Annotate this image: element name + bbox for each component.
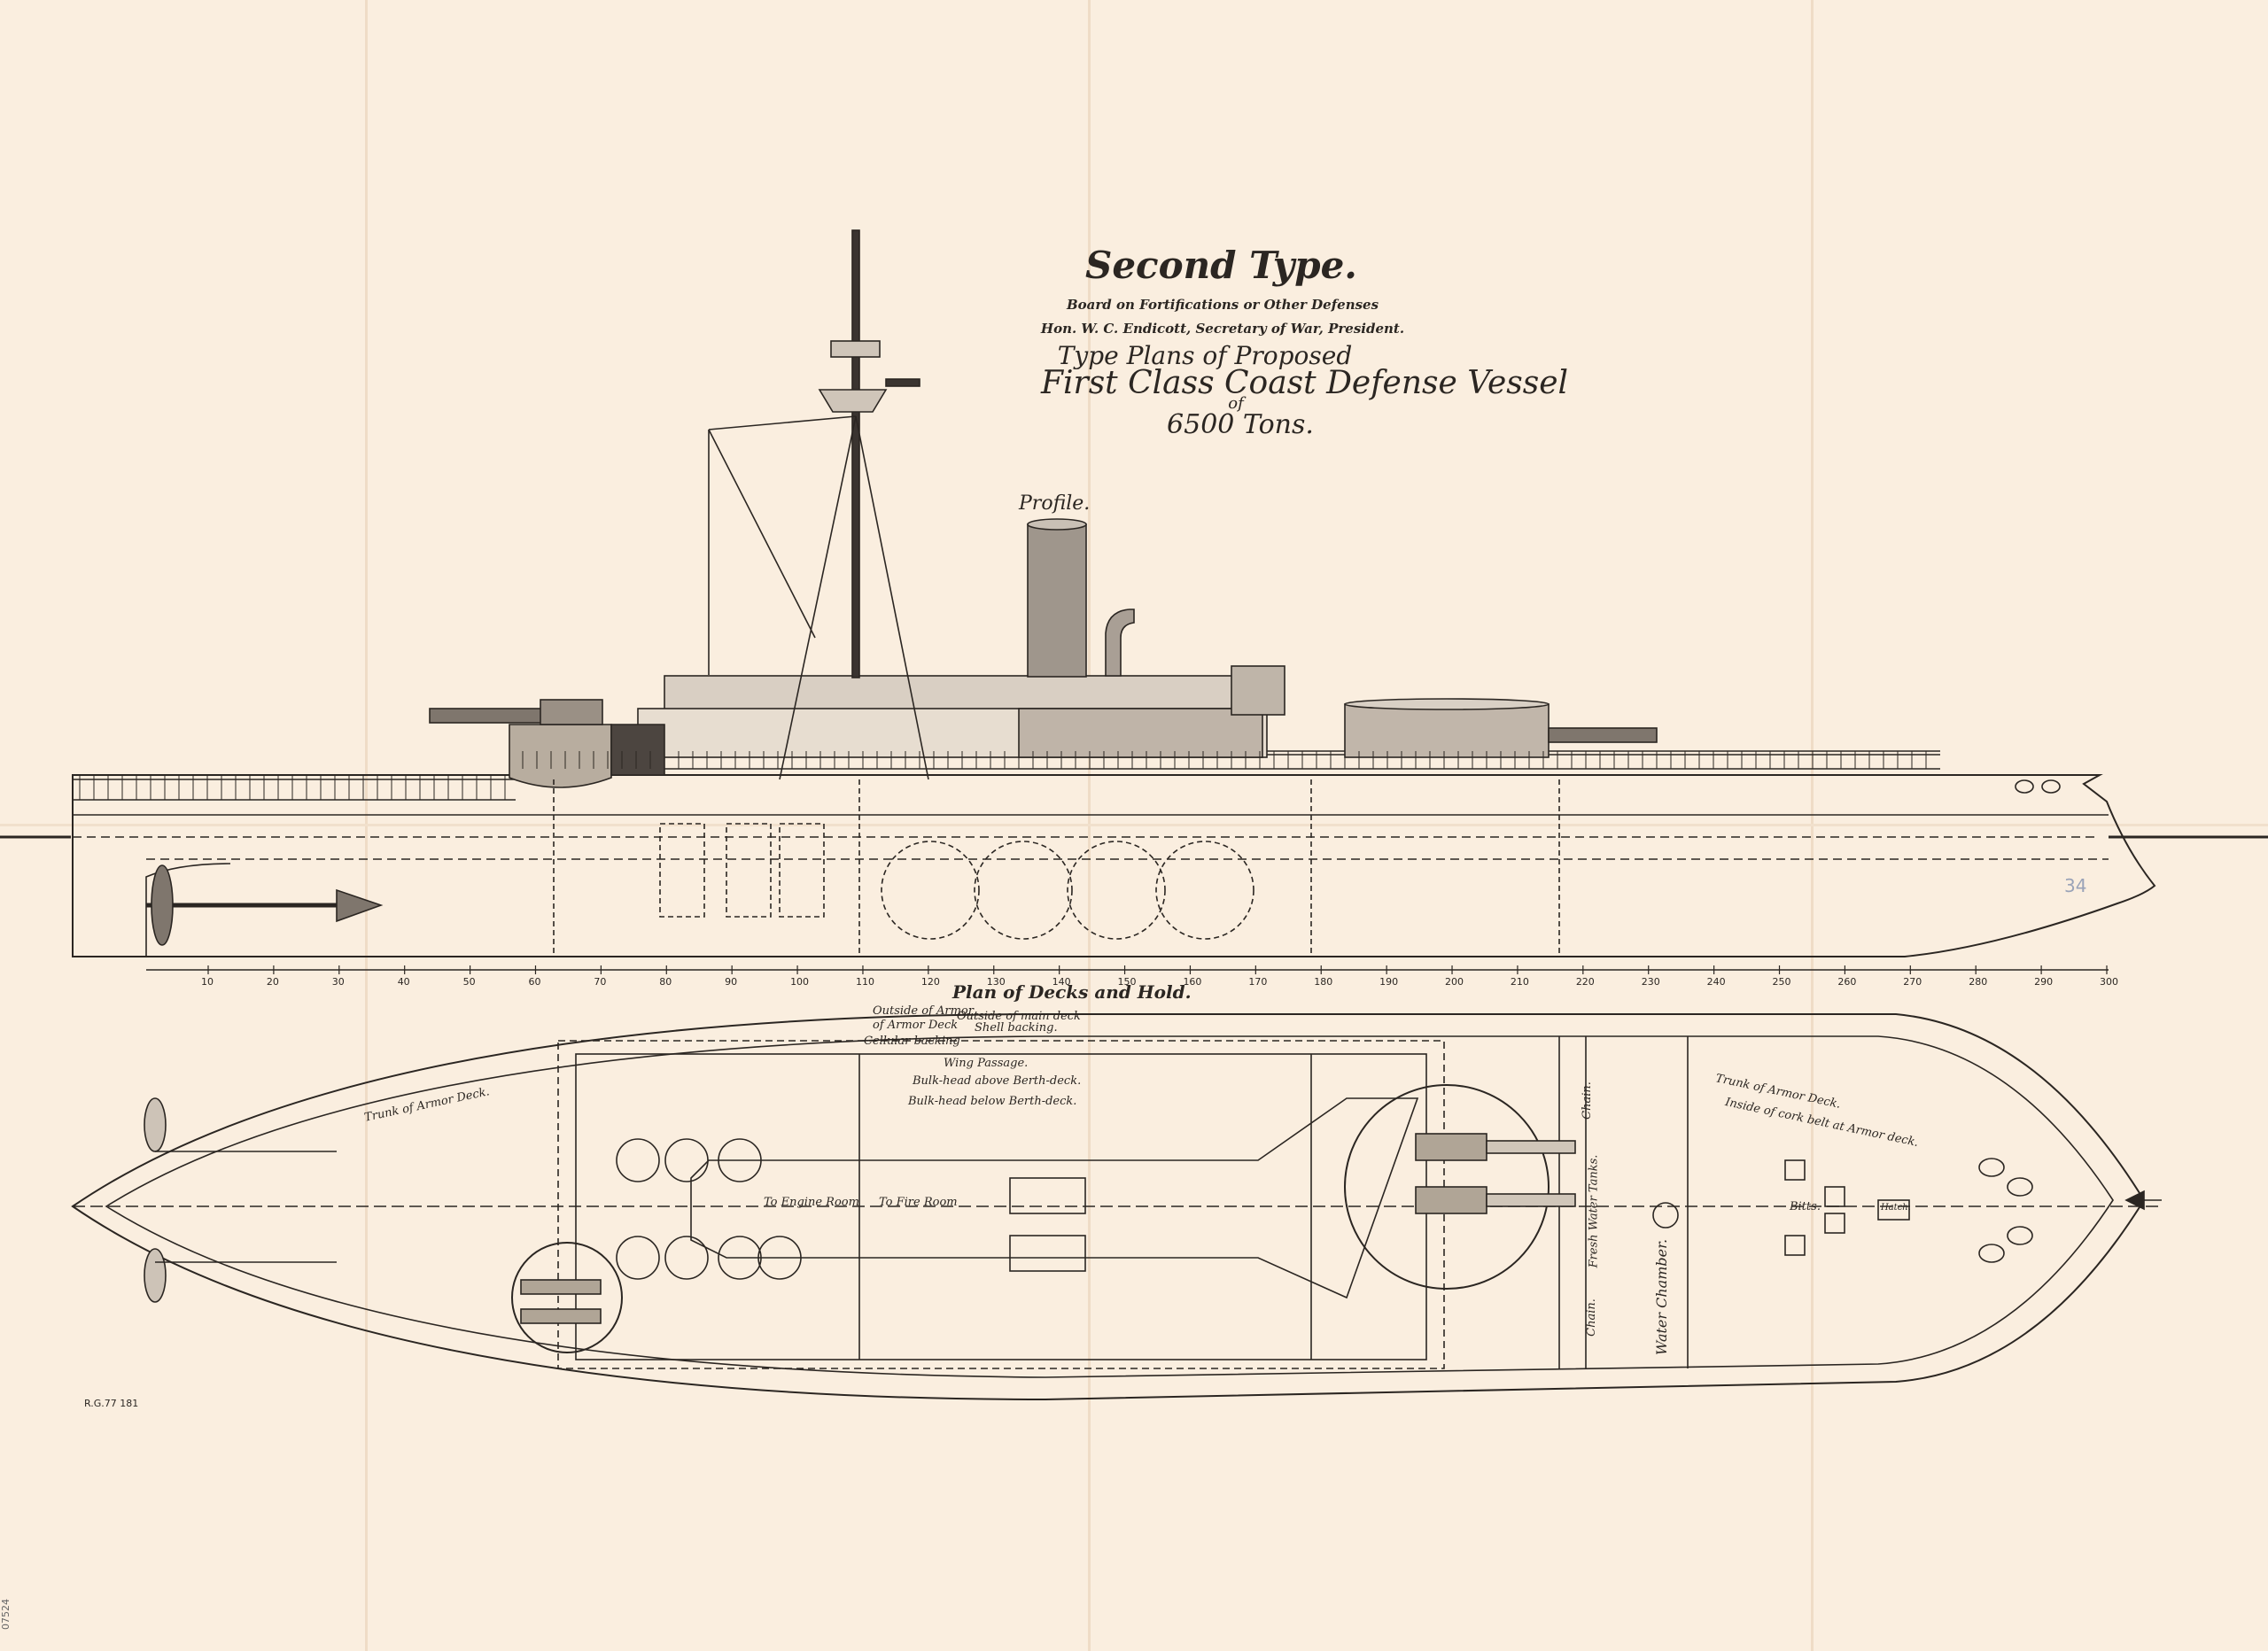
scale-label: 40 xyxy=(397,976,410,988)
label-armor-deck: of Armor Deck xyxy=(873,1019,959,1032)
scale-label: 70 xyxy=(594,976,607,988)
label-chain: Chain. xyxy=(1580,1081,1594,1120)
label-fire-room: To Fire Room xyxy=(879,1196,958,1209)
scale-label: 290 xyxy=(2034,976,2054,988)
scale-label: 10 xyxy=(201,976,214,988)
of-word: of xyxy=(1228,394,1244,413)
label-engine-room: To Engine Room xyxy=(764,1196,859,1209)
label-outside-armor: Outside of Armor xyxy=(873,1004,974,1018)
label-hatch: Hatch. xyxy=(1881,1203,1911,1213)
scale-label: 230 xyxy=(1641,976,1660,988)
scale-label: 140 xyxy=(1052,976,1071,988)
profile-label: Profile. xyxy=(1019,492,1091,515)
scale-label: 100 xyxy=(790,976,810,988)
scale-label: 50 xyxy=(462,976,476,988)
label-wing-passage: Wing Passage. xyxy=(944,1057,1029,1070)
scale-label: 240 xyxy=(1706,976,1726,988)
scale-label: 150 xyxy=(1117,976,1137,988)
scale-label: 120 xyxy=(920,976,940,988)
scale-label: 270 xyxy=(1903,976,1922,988)
label-cellular-backing: Cellular backing xyxy=(864,1035,960,1048)
scale-label: 60 xyxy=(528,976,541,988)
scale-label: 90 xyxy=(725,976,738,988)
scale-label: 180 xyxy=(1314,976,1333,988)
catalog-note: R.G.77 181 xyxy=(84,1398,139,1409)
board-line-2: Hon. W. C. Endicott, Secretary of War, P… xyxy=(1040,321,1405,337)
scale-label: 80 xyxy=(659,976,672,988)
board-line-1: Board on Fortifications or Other Defense… xyxy=(1066,297,1379,313)
label-fresh-water: Fresh Water Tanks. xyxy=(1587,1154,1601,1268)
sheet-title: Second Type. xyxy=(1085,244,1357,287)
scale-label: 220 xyxy=(1575,976,1595,988)
label-bulkhead-above: Bulk-head above Berth-deck. xyxy=(913,1074,1082,1088)
plan-label: Plan of Decks and Hold. xyxy=(952,981,1192,1003)
scale-label: 130 xyxy=(986,976,1006,988)
type-plans-line: Type Plans of Proposed xyxy=(1057,341,1353,370)
tonnage: 6500 Tons. xyxy=(1167,409,1314,440)
scale-label: 110 xyxy=(855,976,874,988)
scale-label: 300 xyxy=(2100,976,2118,988)
scale-label: 210 xyxy=(1510,976,1529,988)
fold-line xyxy=(0,824,2268,826)
corner-number: 07524 xyxy=(0,1599,12,1630)
scale-label: 190 xyxy=(1379,976,1399,988)
label-shell-backing: Shell backing. xyxy=(975,1021,1058,1035)
scale-label: 20 xyxy=(266,976,279,988)
scale-label: 30 xyxy=(331,976,345,988)
label-water-chamber: Water Chamber. xyxy=(1653,1238,1671,1356)
scale-label: 250 xyxy=(1772,976,1791,988)
label-bitts: Bitts. xyxy=(1790,1200,1821,1213)
scale-label: 280 xyxy=(1969,976,1988,988)
scale-label: 170 xyxy=(1248,976,1268,988)
label-outside-main-deck: Outside of main deck xyxy=(957,1010,1081,1023)
scale-label: 260 xyxy=(1837,976,1857,988)
label-chain-2: Chain. xyxy=(1584,1298,1598,1337)
sheet-number: 34 xyxy=(2064,875,2087,896)
scale-label: 160 xyxy=(1183,976,1202,988)
scale-label: 200 xyxy=(1445,976,1464,988)
label-bulkhead-below: Bulk-head below Berth-deck. xyxy=(908,1095,1077,1108)
